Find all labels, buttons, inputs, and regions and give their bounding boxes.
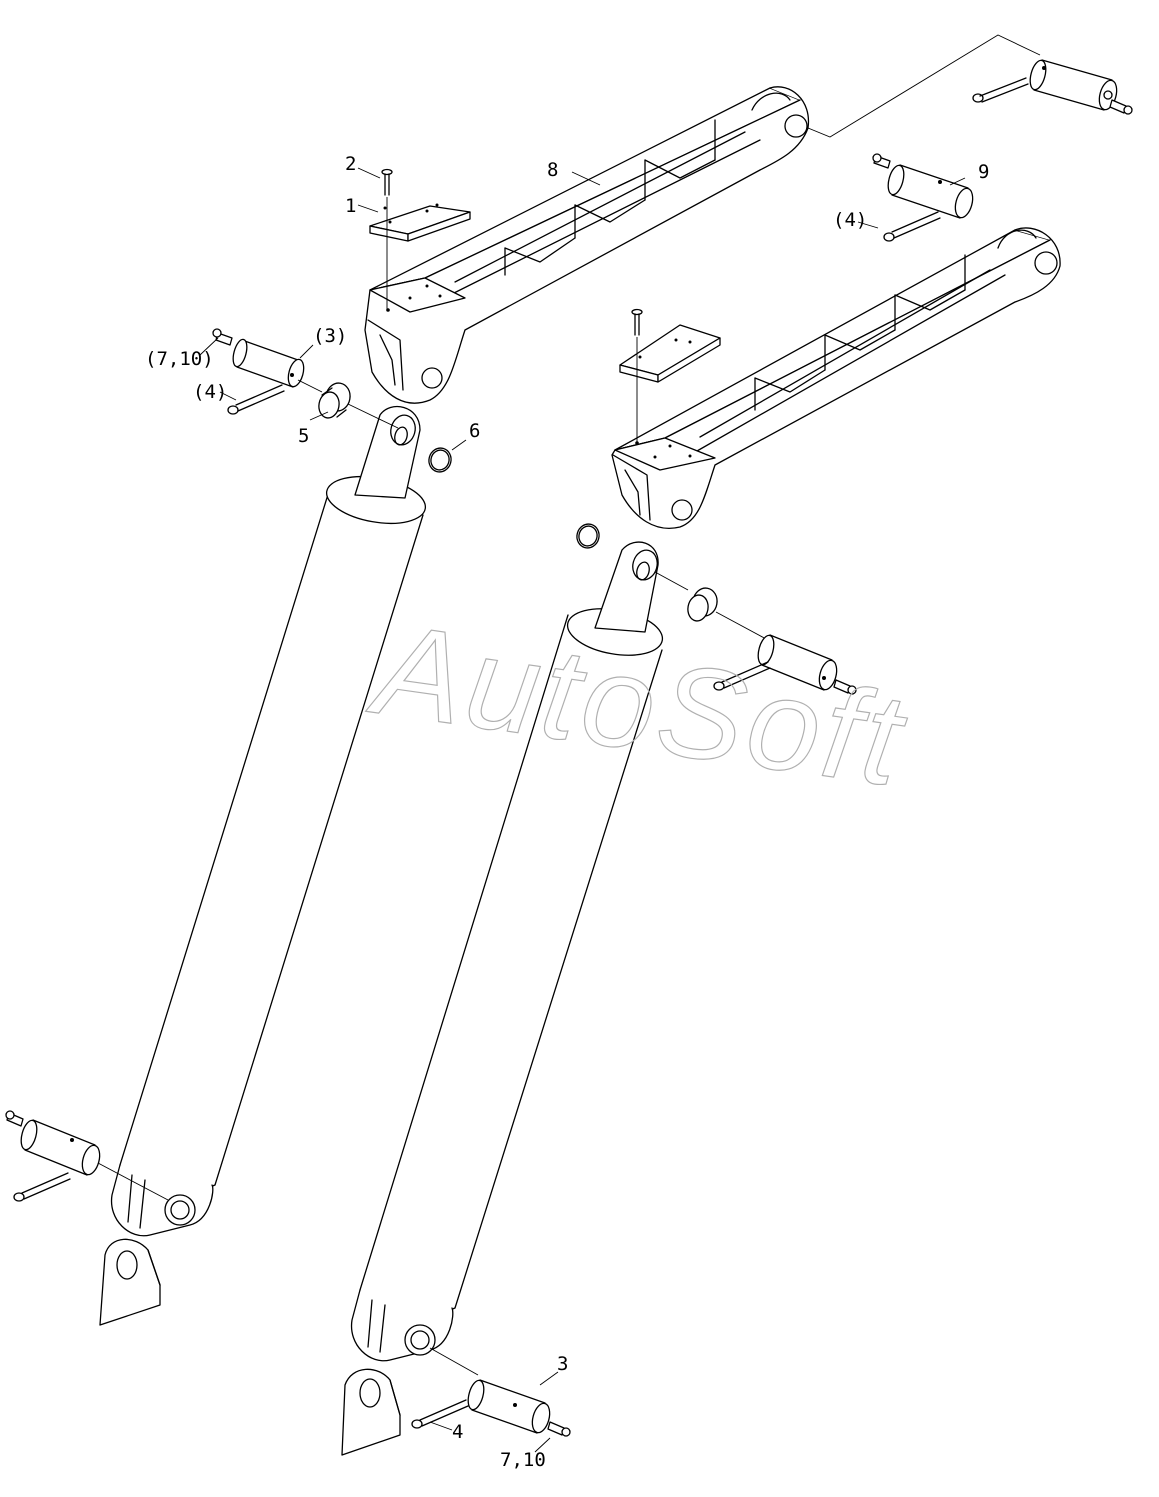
callout-1: 1 [345,195,356,217]
hydraulic-cylinder-right [350,541,664,1362]
callout-3: 3 [557,1353,568,1375]
pivot-pin-lower-left [5,1110,101,1202]
callout-6: 6 [469,420,480,442]
wear-plate-right [619,324,721,383]
callout-2: 2 [345,153,356,175]
bushing-left [318,382,351,419]
pivot-pin-top-right [972,59,1133,115]
pivot-pin-upper-left [212,328,305,388]
mount-bracket-right [341,1368,401,1456]
axis-line-top-right [807,34,1041,138]
callout-4-left: (4) [193,381,227,403]
callout-9: 9 [978,161,989,183]
axis-line-right-rod [654,571,769,641]
callout-8: 8 [547,159,558,181]
callout-3-paren: (3) [313,325,347,347]
pivot-pin-right-rod [713,634,857,695]
bushing-right [687,587,718,622]
cotter-pin-upper-right [883,211,941,242]
pivot-pin-9 [872,153,974,219]
callout-4-right: (4) [833,209,867,231]
wear-plate-left [369,203,471,242]
bolt-right [631,308,643,443]
hydraulic-cylinder-left [110,406,427,1237]
mount-bracket-left [99,1238,161,1326]
axis-line-upper-left [297,379,399,429]
boom-arm-left [364,86,810,404]
cotter-pin-upper-left [227,384,285,415]
axis-line-lower-left [97,1162,169,1201]
axis-line-lower-right [429,1347,479,1376]
callout-7-10-paren: (7,10) [145,348,214,370]
callout-5: 5 [298,425,309,447]
snap-ring-right [576,523,600,549]
leader-lines [199,167,966,1453]
bolt-left [381,168,393,310]
callout-4: 4 [452,1421,463,1443]
boom-arm-right [611,227,1061,529]
snap-ring-left [428,447,452,473]
pivot-pin-lower-right [411,1379,571,1437]
callout-7-10: 7,10 [500,1449,546,1471]
